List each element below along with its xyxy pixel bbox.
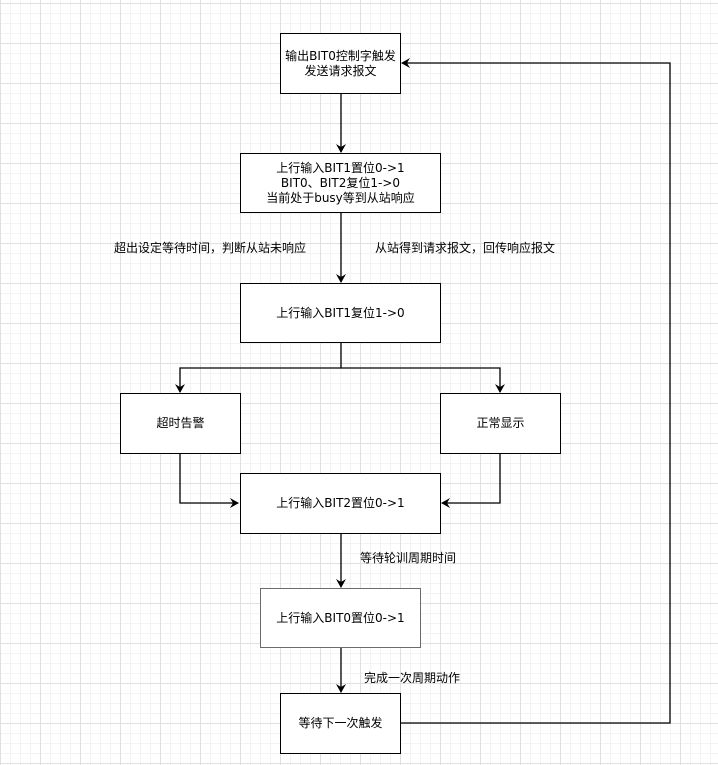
edge-n3-n5 — [341, 367, 505, 393]
node-bit0-set[interactable]: 上行输入BIT0置位0->1 — [260, 588, 421, 648]
node-text: 等待下一次触发 — [298, 716, 383, 730]
node-text: 超时告警 — [156, 416, 205, 430]
node-bit1-reset[interactable]: 上行输入BIT1复位1->0 — [240, 283, 441, 343]
edge-n5-n6 — [441, 453, 501, 508]
node-text: 上行输入BIT0置位0->1 — [276, 610, 405, 625]
node-trigger-request[interactable]: 输出BIT0控制字触发 发送请求报文 — [280, 33, 401, 94]
edge-label-timeout: 超出设定等待时间，判断从站未响应 — [114, 241, 307, 255]
edge-label-response: 从站得到请求报文，回传响应报文 — [375, 241, 556, 255]
node-text: 上行输入BIT1复位1->0 — [276, 305, 405, 320]
node-text: 输出BIT0控制字触发 发送请求报文 — [285, 48, 396, 78]
edge-n3-n4 — [175, 342, 342, 393]
node-wait-next-trigger[interactable]: 等待下一次触发 — [280, 693, 401, 754]
node-bit2-set[interactable]: 上行输入BIT2置位0->1 — [240, 473, 441, 534]
node-normal-display[interactable]: 正常显示 — [440, 393, 561, 454]
edge-n8-n1 — [400, 58, 671, 724]
edge-label-poll-wait: 等待轮训周期时间 — [360, 551, 457, 565]
node-bit1-set-busy[interactable]: 上行输入BIT1置位0->1 BIT0、BIT2复位1->0 当前处于busy等… — [240, 153, 441, 213]
node-timeout-alarm[interactable]: 超时告警 — [120, 393, 241, 454]
edge-label-cycle-done: 完成一次周期动作 — [364, 671, 461, 685]
node-text: 上行输入BIT1置位0->1 BIT0、BIT2复位1->0 当前处于busy等… — [266, 160, 415, 205]
node-text: 上行输入BIT2置位0->1 — [276, 496, 405, 510]
node-text: 正常显示 — [476, 416, 525, 430]
edge-n4-n6 — [179, 453, 239, 508]
